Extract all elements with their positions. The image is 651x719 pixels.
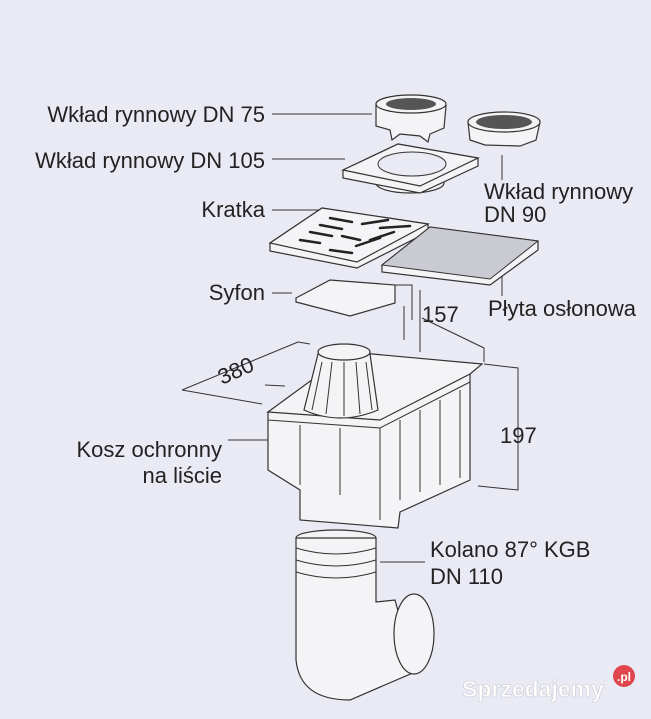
dimension-height: 197: [500, 423, 537, 448]
leaf-basket-part: [303, 343, 379, 419]
dimension-depth: 157: [422, 302, 459, 327]
dimension-lines: [181, 290, 519, 491]
grate-part: [268, 207, 430, 269]
watermark-badge: [613, 665, 635, 687]
insert-dn105-part: [341, 143, 480, 194]
label-insert-dn90-line1: Wkład rynnowy: [484, 179, 633, 204]
label-grate: Kratka: [201, 197, 265, 222]
drain-box-part: [266, 351, 484, 529]
siphon-part: [295, 279, 413, 320]
label-elbow-line2: DN 110: [430, 564, 503, 589]
insert-dn90-part: [467, 111, 541, 147]
label-insert-dn75: Wkład rynnowy DN 75: [47, 102, 265, 127]
label-elbow-line1: Kolano 87° KGB: [430, 537, 590, 562]
watermark-tld: .pl: [617, 670, 631, 684]
label-insert-dn105: Wkład rynnowy DN 105: [35, 148, 265, 173]
elbow-part: [295, 529, 435, 701]
label-cover-plate: Płyta osłonowa: [488, 296, 637, 321]
cover-plate-part: [380, 226, 540, 286]
label-insert-dn90-line2: DN 90: [484, 202, 546, 227]
insert-dn75-part: [375, 94, 447, 144]
label-basket-line2: na liście: [143, 463, 222, 488]
label-siphon: Syfon: [209, 280, 265, 305]
watermark-logo: Sprzedajemy .pl: [462, 665, 635, 702]
label-basket-line1: Kosz ochronny: [76, 437, 222, 462]
dimension-length: 380: [214, 352, 258, 390]
watermark-name: Sprzedajemy: [462, 676, 604, 702]
